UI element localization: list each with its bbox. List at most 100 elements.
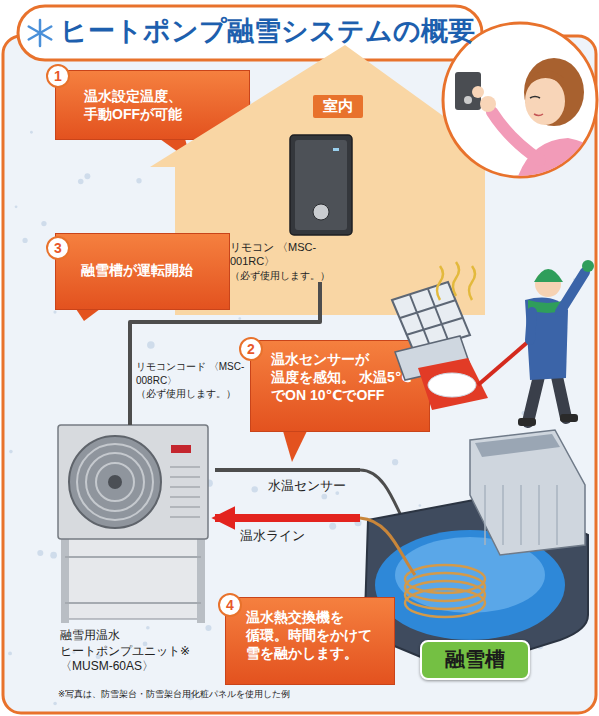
hot-water-arrow xyxy=(215,514,360,522)
snow-dot xyxy=(22,238,27,243)
snow-melting-tank-outline xyxy=(538,485,540,545)
remote-control-outline xyxy=(290,135,352,235)
snow-dot xyxy=(78,179,84,185)
heat-pump-unit-outline xyxy=(170,486,200,488)
callout-tail xyxy=(76,309,100,321)
heat-pump-unit-outline xyxy=(197,537,205,623)
heat-pump-unit-outline xyxy=(69,436,161,528)
snow-dot xyxy=(251,486,257,492)
heat-pump-unit-outline xyxy=(108,475,122,489)
text-block: 室内 xyxy=(313,95,363,118)
snow-melting-tank-outline xyxy=(470,430,585,555)
snow-melting-tank: 融雪槽 xyxy=(360,425,595,690)
heat-pump-unit-outline xyxy=(58,425,208,539)
title-pill xyxy=(18,6,482,60)
connector-label: 温水ライン xyxy=(240,527,305,545)
snow-dot xyxy=(329,523,336,530)
text-block: リモコン 〈MSC-001RC〉（必ず使用します。） xyxy=(230,240,350,282)
part-name: 融雪用温水 ヒートポンプユニット※ 〈MUSM-60AS〉 xyxy=(60,628,205,675)
footnote: ※写真は、防雪架台・防雪架台用化粧パネルを使用した例 xyxy=(58,689,290,701)
snow-dot xyxy=(15,205,18,208)
frame xyxy=(3,36,596,713)
snowflake-icon xyxy=(29,20,52,46)
woman-illustration xyxy=(464,96,472,104)
heat-pump-unit-outline xyxy=(170,466,200,468)
callout-number: 4 xyxy=(218,593,242,617)
woman-illustration xyxy=(525,77,565,125)
woman-illustration xyxy=(492,112,540,160)
man-shoveling-illustration xyxy=(469,266,475,300)
snow-dot xyxy=(53,311,56,314)
man-shoveling-illustration xyxy=(560,414,578,422)
snow-melting-tank-outline xyxy=(405,581,485,609)
snow-dot xyxy=(30,131,33,134)
snow-dot xyxy=(50,552,57,559)
text-block: 融雪槽が運転開始 xyxy=(81,261,221,279)
callout-box: 融雪槽が運転開始 xyxy=(55,233,230,310)
snow-melting-tank-outline xyxy=(520,485,522,545)
snow-melting-tank-outline xyxy=(405,589,485,617)
part-name: （必ず使用します。） xyxy=(230,269,350,282)
woman-illustration xyxy=(472,86,484,98)
snow-dot xyxy=(392,459,398,465)
snow-dot xyxy=(354,519,361,526)
callout-number: 2 xyxy=(239,337,263,361)
heat-pump-unit-outline xyxy=(170,496,200,498)
man-shoveling-illustration xyxy=(582,260,594,272)
snow-dot xyxy=(419,504,422,507)
woman-illustration xyxy=(530,97,540,99)
man-shoveling-illustration xyxy=(428,373,476,397)
text-block: 温水設定温度、 手動OFFが可能 xyxy=(84,87,224,123)
text-block: 温水熱交換機を 循環。時間をかけて 雪を融かします。 xyxy=(246,608,378,662)
heat-pump-unit-outline xyxy=(86,453,144,511)
heat-pump-unit-outline xyxy=(96,463,134,501)
heat-pump-unit-outline xyxy=(55,425,215,682)
woman-illustration xyxy=(528,70,564,86)
heat-pump-unit-outline xyxy=(171,445,191,453)
heat-pump-unit-outline xyxy=(77,444,153,520)
heat-pump-unit-outline xyxy=(61,537,69,623)
cord-line xyxy=(130,282,320,425)
heat-pump-unit-outline xyxy=(170,476,200,478)
heat-pump-unit-outline xyxy=(65,556,201,558)
sensor-line xyxy=(215,468,360,472)
snowflake-icon xyxy=(29,27,52,40)
woman-illustration xyxy=(480,96,496,112)
callout-number: 3 xyxy=(46,236,70,260)
snow-dot xyxy=(147,341,155,349)
snow-melting-tank-outline xyxy=(360,518,415,575)
woman-illustration xyxy=(534,114,543,116)
text-block: 融雪槽 xyxy=(420,640,530,680)
inset-circle xyxy=(443,23,597,177)
callout-text: 融雪槽が運転開始 xyxy=(81,261,221,279)
heat-pump-unit-outline xyxy=(65,602,201,604)
snow-melting-tank-outline xyxy=(502,485,504,545)
snow-dot xyxy=(146,626,150,630)
part-name: リモコン 〈MSC-001RC〉 xyxy=(230,240,350,269)
snow-dot xyxy=(205,625,211,631)
man-shoveling-illustration xyxy=(437,266,443,300)
heat-pump-unit-outline xyxy=(170,506,200,508)
woman-illustration xyxy=(524,58,584,126)
connector-label: リモコンコード 〈MSC-008RC〉 （必ず使用します。） xyxy=(136,360,248,401)
remote-control-outline xyxy=(313,204,329,220)
callout-box: 温水熱交換機を 循環。時間をかけて 雪を融かします。 xyxy=(225,597,395,685)
snow-melting-tank-outline xyxy=(484,485,486,545)
callout-tail xyxy=(283,431,307,462)
snow-dot xyxy=(9,450,13,454)
snow-dot xyxy=(136,178,141,183)
snow-melting-tank-outline xyxy=(405,573,485,601)
man-shoveling-illustration xyxy=(453,262,459,296)
callout-text: 温水熱交換機を 循環。時間をかけて 雪を融かします。 xyxy=(246,608,378,662)
text-block: 融雪用温水 ヒートポンプユニット※ 〈MUSM-60AS〉 xyxy=(60,628,205,675)
woman-illustration xyxy=(455,58,599,190)
man-shoveling-illustration xyxy=(478,340,530,385)
snow-dot xyxy=(238,317,241,320)
snow-dot xyxy=(84,173,90,179)
man-shoveling-illustration xyxy=(560,272,585,312)
snow-dot xyxy=(8,651,12,655)
man-shoveling-illustration xyxy=(530,312,532,340)
